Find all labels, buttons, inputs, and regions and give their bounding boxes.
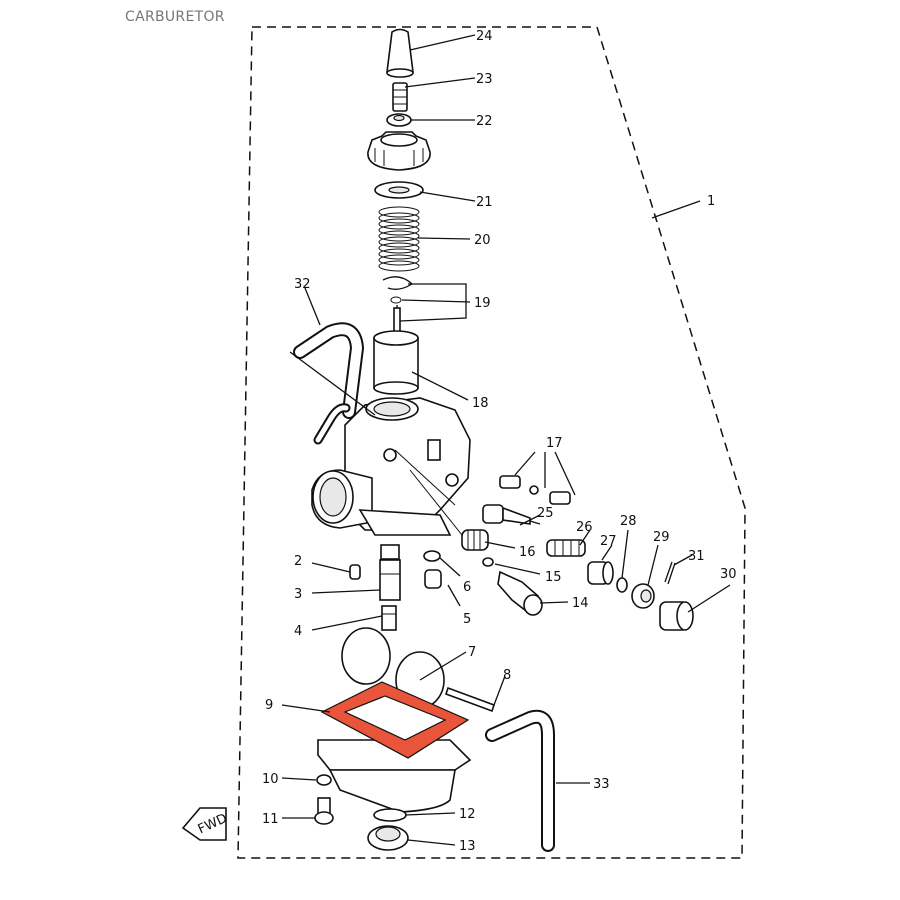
- part-label-27: 27: [600, 534, 617, 549]
- part-label-26: 26: [576, 520, 593, 535]
- part-15-o-ring: [482, 557, 494, 567]
- part-label-32: 32: [294, 277, 311, 292]
- carburetor-body: [311, 397, 471, 546]
- page-title: CARBURETOR: [125, 9, 225, 25]
- part-label-3: 3: [294, 587, 302, 602]
- part-16-spring: [461, 529, 489, 551]
- part-label-9: 9: [265, 698, 273, 713]
- part-21-washer: [374, 181, 424, 199]
- assembly-boundary: [237, 26, 746, 859]
- part-20-spring: [378, 206, 420, 272]
- part-33-drain-hose: [485, 709, 555, 852]
- part-label-22: 22: [476, 114, 493, 129]
- part-10-washer: [316, 774, 332, 786]
- part-label-24: 24: [476, 29, 493, 44]
- part-23-adjuster: [392, 82, 408, 112]
- part-label-16: 16: [519, 545, 536, 560]
- part-label-6: 6: [463, 580, 471, 595]
- part-13-drain-plug: [367, 825, 409, 851]
- part-label-4: 4: [294, 624, 302, 639]
- part-6-washer: [423, 550, 441, 562]
- part-8-pin: [444, 686, 496, 713]
- leader-lines: [281, 34, 731, 846]
- part-label-29: 29: [653, 530, 670, 545]
- part-label-10: 10: [262, 772, 279, 787]
- part-26-spring: [546, 539, 586, 557]
- part-32-hose: [293, 322, 365, 445]
- part-28-washer: [616, 577, 628, 593]
- part-label-17: 17: [546, 436, 563, 451]
- part-31-pin: [664, 561, 676, 585]
- part-label-7: 7: [468, 645, 476, 660]
- part-label-23: 23: [476, 72, 493, 87]
- part-label-12: 12: [459, 807, 476, 822]
- part-label-14: 14: [572, 596, 589, 611]
- fwd-arrow-badge: FWD: [181, 807, 230, 841]
- part-2-jet: [349, 564, 361, 580]
- part-22-nut: [386, 113, 412, 127]
- part-label-19: 19: [474, 296, 491, 311]
- part-label-5: 5: [463, 612, 471, 627]
- part-label-20: 20: [474, 233, 491, 248]
- part-label-33: 33: [593, 777, 610, 792]
- part-9-gasket: [320, 681, 470, 759]
- part-label-18: 18: [472, 396, 489, 411]
- part-19-clip-needle: [382, 276, 414, 335]
- part-3-needle-jet: [379, 544, 401, 601]
- part-25-stop-screw: [482, 504, 541, 525]
- part-label-1: 1: [707, 194, 715, 209]
- part-label-30: 31: [688, 549, 705, 564]
- part-14-pilot-screw: [497, 570, 543, 616]
- part-label-31: 30: [720, 567, 737, 582]
- part-29-nut: [631, 583, 655, 609]
- part-label-25: 25: [537, 506, 554, 521]
- part-labels: 1 2 3 4 5 6 7 8 9 10 11 12 13 14 15 16 1…: [262, 29, 737, 854]
- part-label-13: 13: [459, 839, 476, 854]
- part-label-11: 11: [262, 812, 279, 827]
- part-label-28: 28: [620, 514, 637, 529]
- part-18-throttle-valve: [373, 330, 419, 395]
- part-4-main-jet: [381, 605, 397, 631]
- part-27-plunger: [587, 561, 614, 585]
- part-label-15: 15: [545, 570, 562, 585]
- part-24-cap: [386, 28, 414, 78]
- part-label-2: 2: [294, 554, 302, 569]
- part-5-screw: [424, 569, 442, 589]
- part-11-screw: [314, 797, 334, 825]
- float-chamber: [317, 739, 472, 813]
- part-label-8: 8: [503, 668, 511, 683]
- part-label-21: 21: [476, 195, 493, 210]
- part-30-cap: [659, 601, 694, 631]
- mixing-chamber-top: [367, 131, 431, 171]
- part-17-screws: [499, 475, 571, 505]
- part-12-o-ring: [373, 808, 407, 822]
